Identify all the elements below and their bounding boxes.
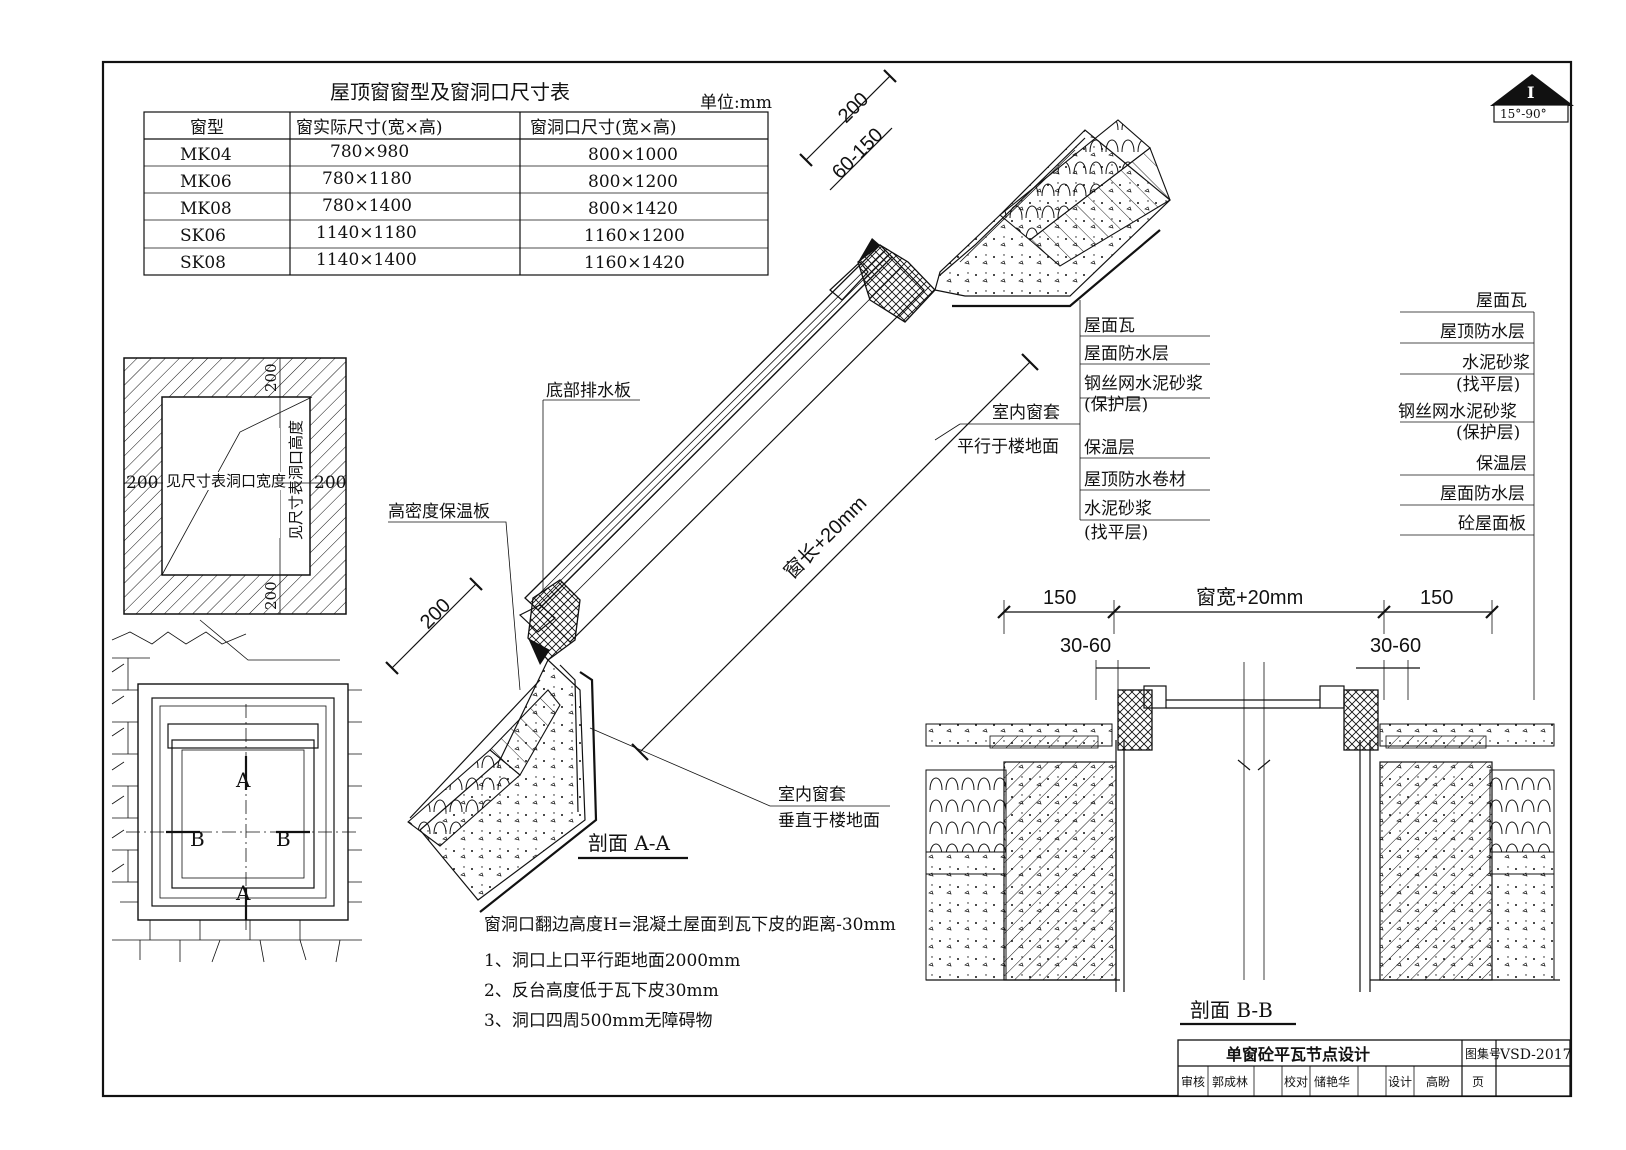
table-header-type: 窗型 (190, 118, 224, 138)
label-liner-parallel-1: 室内窗套 (992, 403, 1060, 423)
table-cell: 800×1200 (588, 172, 678, 192)
table-cell: SK06 (180, 226, 226, 246)
table-cell: SK08 (180, 253, 226, 273)
table-header-opening: 窗洞口尺寸(宽×高) (530, 118, 677, 138)
cut-mark-a-bottom: A (235, 881, 251, 905)
note-item: 1、洞口上口平行距地面2000mm (484, 951, 740, 971)
pitch-range: 15°-90° (1500, 107, 1547, 121)
section-bb-title: 剖面 B-B (1190, 998, 1273, 1022)
section-bb: 150 窗宽+20mm 150 30-60 30-60 (925, 586, 1560, 1026)
table-cell: 780×1180 (322, 169, 412, 189)
right-layer-labels: 屋面瓦 屋顶防水层 水泥砂浆 (找平层) 钢丝网水泥砂浆 (保护层) 保温层 屋… (1398, 291, 1535, 700)
proof-label: 校对 (1284, 1074, 1308, 1089)
label-liner-vertical-2: 垂直于楼地面 (778, 811, 880, 831)
table-cell: 1140×1180 (316, 223, 417, 243)
layer-label: 水泥砂浆 (1084, 499, 1152, 519)
design-name: 高盼 (1426, 1074, 1450, 1089)
plan-dim-right: 200 (314, 473, 346, 493)
title-block: 单窗砼平瓦节点设计 图集号 VSD-2017 审核 郭成林 校对 储艳华 设计 … (1177, 1039, 1572, 1097)
plan-dim-top: 200 (262, 363, 280, 392)
table-cell: MK04 (180, 145, 232, 165)
window-plan-in-tiles: A A B B (111, 619, 362, 963)
layer-label: 屋顶防水卷材 (1084, 470, 1186, 490)
pitch-mark: I (1527, 83, 1534, 102)
label-drain-board: 底部排水板 (546, 381, 631, 401)
cut-mark-a-top: A (235, 768, 251, 792)
table-cell: 1140×1400 (316, 250, 417, 270)
dim-200-upper: 200 (834, 88, 873, 127)
dim-bb-right: 150 (1420, 587, 1453, 609)
right-layer-label: (保护层) (1456, 423, 1520, 443)
label-insulation-board: 高密度保温板 (388, 502, 490, 522)
right-layer-label: (找平层) (1456, 375, 1520, 395)
label-liner-vertical-1: 室内窗套 (778, 785, 846, 805)
table-cell: 780×1400 (322, 196, 412, 216)
table-cell: MK08 (180, 199, 232, 219)
plan-dim-bottom: 200 (262, 581, 280, 610)
right-layer-label: 屋顶防水层 (1440, 322, 1525, 342)
layer-label: 屋面防水层 (1084, 344, 1169, 364)
note-item: 2、反台高度低于瓦下皮30mm (484, 981, 719, 1001)
layer-label: 屋面瓦 (1084, 316, 1135, 336)
layer-label: 钢丝网水泥砂浆 (1084, 374, 1203, 394)
layer-label: (找平层) (1084, 523, 1148, 543)
dim-bb-gap-left: 30-60 (1060, 635, 1111, 657)
opening-plan: 见尺寸表洞口宽度 见尺寸表洞口高度 200 200 200 200 (123, 357, 347, 615)
page-label: 页 (1472, 1075, 1484, 1089)
right-layer-label: 屋面防水层 (1440, 484, 1525, 504)
notes-heading: 窗洞口翻边高度H=混凝土屋面到瓦下皮的距离-30mm (484, 915, 896, 935)
plan-height-note: 见尺寸表洞口高度 (287, 420, 305, 540)
roof-pitch-badge: I 15°-90° (1490, 74, 1574, 123)
right-layer-label: 砼屋面板 (1458, 514, 1526, 534)
label-liner-parallel-2: 平行于楼地面 (957, 437, 1059, 457)
review-name: 郭成林 (1212, 1075, 1248, 1089)
right-layer-label: 屋面瓦 (1476, 291, 1527, 311)
atlas-number: VSD-2017 (1499, 1047, 1572, 1063)
size-table: 屋顶窗窗型及窗洞口尺寸表 单位:mm 窗型 窗实际尺寸(宽×高) 窗洞口尺寸(宽… (143, 80, 772, 276)
layer-label: (保护层) (1084, 395, 1148, 415)
sheet-frame (101, 60, 1573, 1098)
title-block-title: 单窗砼平瓦节点设计 (1226, 1045, 1370, 1064)
dim-bb-gap-right: 30-60 (1370, 635, 1421, 657)
dim-bb-mid: 窗宽+20mm (1196, 586, 1303, 609)
section-aa: 窗长+20mm 200 60-150 200 底部排水板 高密度保温板 室内窗套… (385, 69, 1210, 913)
table-cell: 780×980 (330, 142, 409, 162)
table-cell: 800×1000 (588, 145, 678, 165)
right-layer-label: 钢丝网水泥砂浆 (1398, 402, 1517, 422)
notes: 窗洞口翻边高度H=混凝土屋面到瓦下皮的距离-30mm 1、洞口上口平行距地面20… (484, 915, 896, 1031)
dim-200-lower: 200 (416, 594, 455, 633)
table-title: 屋顶窗窗型及窗洞口尺寸表 (330, 80, 570, 104)
plan-width-note: 见尺寸表洞口宽度 (166, 472, 286, 490)
design-label: 设计 (1388, 1075, 1412, 1089)
layer-label: 保温层 (1084, 438, 1135, 458)
cut-mark-b-right: B (276, 827, 291, 851)
table-cell: MK06 (180, 172, 232, 192)
review-label: 审核 (1181, 1074, 1205, 1089)
right-layer-label: 保温层 (1476, 454, 1527, 474)
dim-bb-left: 150 (1043, 587, 1076, 609)
plan-dim-left: 200 (126, 473, 158, 493)
table-header-actual: 窗实际尺寸(宽×高) (296, 118, 443, 138)
note-item: 3、洞口四周500mm无障碍物 (484, 1011, 713, 1031)
proof-name: 储艳华 (1314, 1074, 1350, 1089)
table-cell: 1160×1420 (584, 253, 685, 273)
atlas-label: 图集号 (1465, 1046, 1501, 1061)
cut-mark-b-left: B (190, 827, 205, 851)
dim-60-150: 60-150 (828, 124, 888, 184)
table-cell: 1160×1200 (584, 226, 685, 246)
section-aa-title: 剖面 A-A (588, 831, 671, 855)
right-layer-label: 水泥砂浆 (1462, 353, 1530, 373)
dim-window-length: 窗长+20mm (779, 491, 871, 583)
table-cell: 800×1420 (588, 199, 678, 219)
table-unit: 单位:mm (700, 93, 772, 113)
